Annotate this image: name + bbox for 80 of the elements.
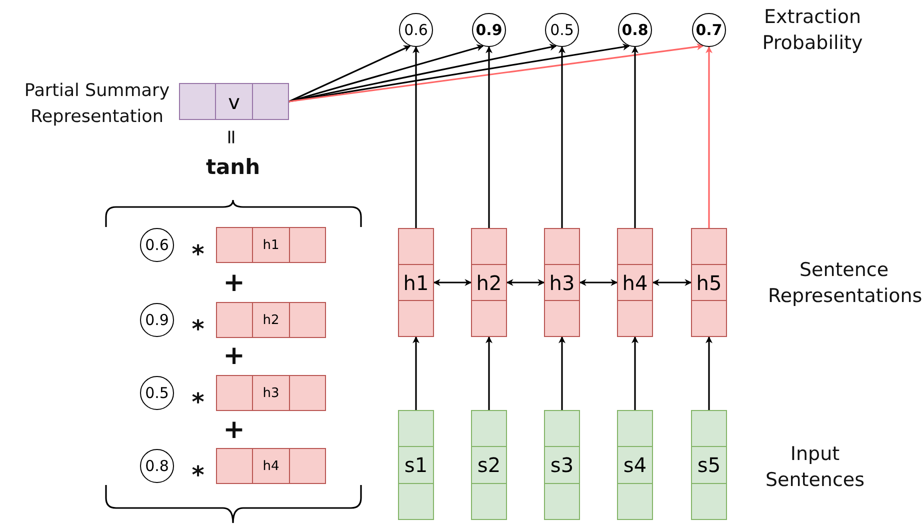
arrow [288, 44, 630, 102]
probability-value: 0.8 [145, 457, 169, 475]
plus-sign: + [222, 270, 246, 296]
arrow [486, 46, 492, 228]
probability-value: 0.9 [145, 311, 169, 329]
probability-circle [140, 228, 174, 262]
multiply-sign: * [190, 316, 206, 342]
probability-value: 0.7 [696, 21, 722, 39]
vector-label: h2 [476, 270, 502, 294]
axis-title: Sentence Representations [768, 258, 920, 309]
arrow [558, 336, 566, 410]
equals-sign: = [219, 128, 245, 147]
arrow [706, 46, 712, 228]
summary-vector [179, 83, 289, 120]
arrow [558, 46, 566, 228]
function-name: tanh [204, 154, 262, 180]
multiply-sign: * [190, 462, 206, 488]
probability-value: 0.5 [145, 384, 169, 402]
vector-label: s5 [697, 452, 721, 477]
probability-circle [545, 13, 579, 47]
vector-label: s1 [404, 452, 428, 477]
arrow [706, 336, 712, 410]
vector-label: h4 [622, 270, 648, 294]
vector-label: s3 [550, 452, 574, 477]
axis-title: Extraction Probability [761, 5, 864, 56]
arrow [652, 279, 692, 286]
probability-value: 0.5 [550, 21, 574, 39]
plus-sign: + [222, 343, 246, 369]
vector-label: h4 [262, 458, 280, 474]
vector-label: h1 [403, 270, 429, 294]
hidden-state-vector [617, 228, 653, 337]
arrow [412, 336, 420, 410]
probability-circle [140, 449, 174, 483]
hidden-state-vector [691, 228, 727, 337]
vector-label: s4 [623, 452, 647, 477]
hidden-state-vector [216, 302, 326, 338]
axis-title: Partial Summary Representation [23, 80, 171, 129]
arrow [288, 43, 704, 102]
arrow [412, 46, 420, 228]
vector-label: h2 [262, 312, 280, 328]
hidden-state-vector [216, 227, 326, 263]
hidden-state-vector [398, 228, 434, 337]
vector-label: h5 [696, 270, 722, 294]
arrow [486, 336, 492, 410]
probability-circle [399, 13, 433, 47]
input-vector [398, 410, 434, 520]
arrow [288, 44, 557, 102]
probability-circle [140, 303, 174, 337]
hidden-state-vector [216, 375, 326, 411]
input-vector [544, 410, 580, 520]
probability-circle [140, 376, 174, 410]
probability-value: 0.6 [145, 236, 169, 254]
axis-title: Input Sentences [764, 442, 866, 493]
vector-label: h3 [549, 270, 575, 294]
hidden-state-vector [471, 228, 507, 337]
probability-value: 0.9 [476, 21, 502, 39]
vector-label: h1 [262, 238, 280, 252]
arrow [506, 279, 545, 286]
multiply-sign: * [190, 241, 206, 267]
arrow [579, 279, 618, 286]
vector-label: v [228, 90, 240, 114]
probability-circle [692, 13, 726, 47]
probability-circle [472, 13, 506, 47]
probability-value: 0.6 [404, 21, 428, 39]
hidden-state-vector [544, 228, 580, 337]
arrow [433, 279, 472, 286]
probability-value: 0.8 [622, 21, 648, 39]
input-vector [471, 410, 507, 520]
input-vector [691, 410, 727, 520]
arrow [632, 46, 638, 228]
arrow [288, 45, 411, 102]
arrow [288, 44, 484, 102]
vector-label: h3 [262, 386, 280, 400]
multiply-sign: * [190, 389, 206, 415]
arrow [632, 336, 638, 410]
hidden-state-vector [216, 448, 326, 484]
plus-sign: + [222, 417, 246, 443]
vector-label: s2 [477, 452, 501, 477]
input-vector [617, 410, 653, 520]
probability-circle [618, 13, 652, 47]
